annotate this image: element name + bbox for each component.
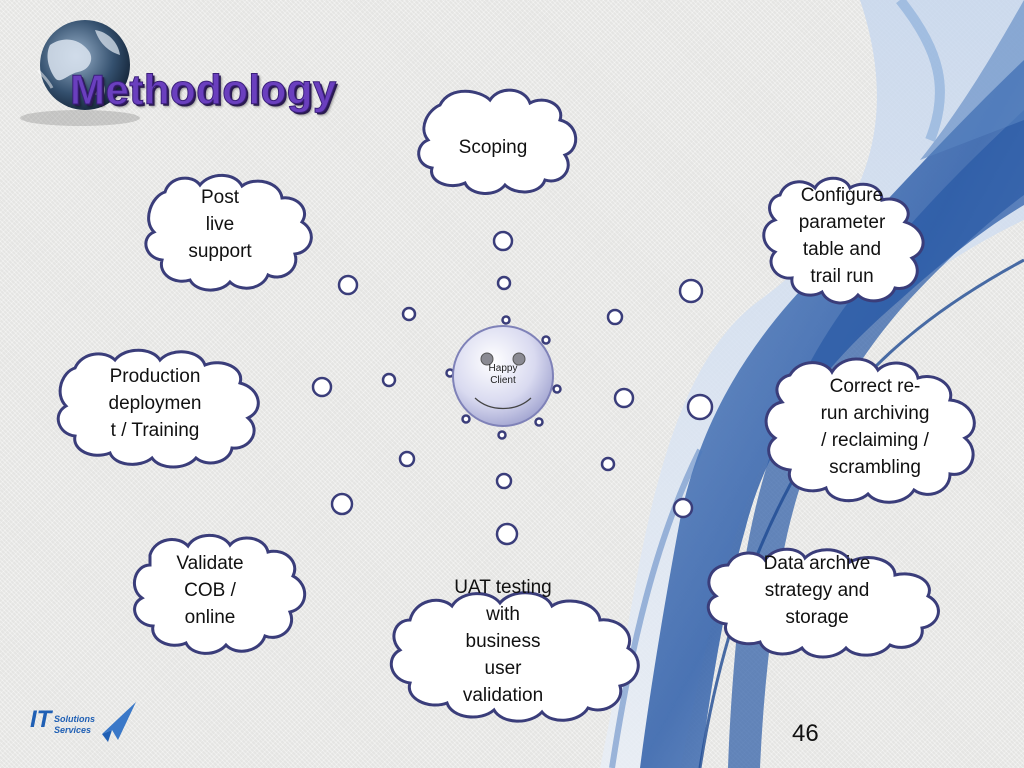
cloud-data-archive bbox=[706, 547, 940, 659]
cloud-line: strategy and bbox=[764, 580, 870, 601]
cloud-line: / reclaiming / bbox=[821, 430, 929, 451]
cloud-text-production: Production deploymen t / Training bbox=[92, 363, 218, 444]
cloud-correct bbox=[764, 357, 976, 504]
page-title: Methodology bbox=[70, 66, 337, 114]
center-label: Happy Client bbox=[468, 363, 538, 387]
cloud-line: UAT testing bbox=[454, 577, 552, 598]
page-number: 46 bbox=[792, 720, 819, 747]
it-solutions-logo: IT Solutions Services bbox=[26, 700, 146, 750]
cloud-line: Validate bbox=[176, 553, 244, 574]
paper-plane-icon bbox=[102, 702, 136, 742]
cloud-text-correct: Correct re- run archiving / reclaiming /… bbox=[800, 373, 950, 481]
cloud-text-post-live: Post live support bbox=[175, 184, 265, 265]
cloud-line: trail run bbox=[810, 266, 874, 287]
cloud-line: Configure bbox=[800, 185, 884, 206]
cloud-line: Production bbox=[109, 366, 201, 387]
cloud-production bbox=[56, 348, 260, 469]
cloud-configure bbox=[762, 176, 925, 305]
cloud-line: scrambling bbox=[829, 457, 921, 478]
cloud-line: with bbox=[486, 604, 520, 625]
cloud-text-configure: Configure parameter table and trail run bbox=[778, 182, 906, 290]
cloud-line: Correct re- bbox=[829, 376, 921, 397]
happy-client-face bbox=[452, 325, 554, 427]
cloud-validate bbox=[132, 533, 307, 655]
cloud-line: table and bbox=[802, 239, 882, 260]
cloud-line: support bbox=[188, 241, 252, 262]
cloud-line: t / Training bbox=[110, 420, 200, 441]
cloud-line: online bbox=[184, 607, 236, 628]
cloud-text-scoping: Scoping bbox=[433, 134, 553, 161]
cloud-line: Post bbox=[200, 187, 240, 208]
cloud-uat bbox=[389, 591, 640, 723]
center-label-line1: Happy bbox=[488, 363, 518, 374]
cloud-line: Data archive bbox=[763, 553, 871, 574]
cloud-line: storage bbox=[785, 607, 849, 628]
logo-line2: Services bbox=[54, 725, 92, 735]
connector-bubbles bbox=[311, 230, 714, 546]
logo-main-text: IT bbox=[30, 706, 52, 733]
cloud-line: Scoping bbox=[458, 137, 528, 158]
cloud-line: validation bbox=[462, 685, 544, 706]
center-label-line2: Client bbox=[490, 375, 516, 386]
cloud-line: COB / bbox=[184, 580, 236, 601]
cloud-line: run archiving bbox=[820, 403, 930, 424]
cloud-text-data-archive: Data archive strategy and storage bbox=[742, 550, 892, 631]
cloud-text-validate: Validate COB / online bbox=[160, 550, 260, 631]
cloud-line: live bbox=[205, 214, 235, 235]
globe-icon bbox=[20, 20, 140, 126]
cloud-line: user bbox=[484, 658, 522, 679]
cloud-post-live bbox=[144, 173, 313, 292]
cloud-line: deploymen bbox=[108, 393, 202, 414]
logo-line1: Solutions bbox=[54, 714, 95, 724]
cloud-line: parameter bbox=[798, 212, 886, 233]
cloud-line: business bbox=[465, 631, 541, 652]
cloud-scoping bbox=[417, 88, 578, 195]
cloud-text-uat: UAT testing with business user validatio… bbox=[433, 574, 573, 709]
